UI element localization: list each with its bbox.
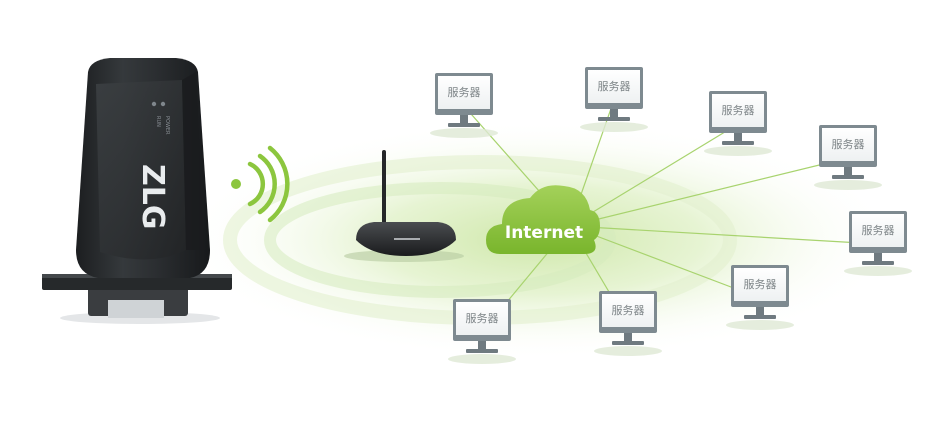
server-monitor-icon: 服务器 bbox=[448, 299, 516, 364]
connection-line bbox=[569, 157, 849, 227]
server-monitor-icon: 服务器 bbox=[580, 67, 648, 132]
zlg-device: POWER RUN ZLG bbox=[42, 58, 232, 324]
power-led-icon bbox=[160, 101, 166, 107]
server-label: 服务器 bbox=[598, 80, 631, 93]
server-label: 服务器 bbox=[466, 312, 499, 325]
server-label: 服务器 bbox=[862, 224, 895, 237]
connection-line bbox=[569, 225, 761, 299]
server-label: 服务器 bbox=[744, 278, 777, 291]
server-monitor-icon: 服务器 bbox=[726, 265, 794, 330]
server-monitor-icon: 服务器 bbox=[704, 91, 772, 156]
server-label: 服务器 bbox=[722, 104, 755, 117]
internet-cloud: Internet bbox=[486, 185, 600, 254]
run-indicator-label: RUN bbox=[155, 116, 161, 127]
server-label: 服务器 bbox=[448, 86, 481, 99]
cloud-icon bbox=[486, 185, 600, 254]
server-monitor-icon: 服务器 bbox=[594, 291, 662, 356]
server-label: 服务器 bbox=[612, 304, 645, 317]
wifi-signal-icon bbox=[231, 145, 290, 223]
run-led-icon bbox=[151, 101, 157, 107]
router-antenna bbox=[382, 150, 386, 232]
server-group: 服务器服务器服务器服务器服务器服务器服务器服务器 bbox=[430, 67, 912, 364]
server-monitor-icon: 服务器 bbox=[814, 125, 882, 190]
internet-label: Internet bbox=[505, 223, 583, 243]
zlg-logo: ZLG bbox=[135, 164, 170, 230]
server-label: 服务器 bbox=[832, 138, 865, 151]
server-monitor-icon: 服务器 bbox=[844, 211, 912, 276]
connection-line bbox=[569, 225, 879, 245]
server-monitor-icon: 服务器 bbox=[430, 73, 498, 138]
wifi-router bbox=[344, 150, 464, 262]
connection-line bbox=[569, 123, 739, 227]
power-indicator-label: POWER bbox=[164, 116, 170, 135]
